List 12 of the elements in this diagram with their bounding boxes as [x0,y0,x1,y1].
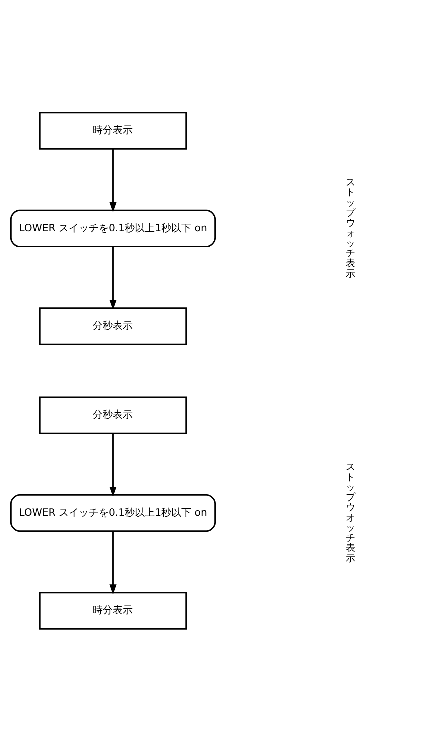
arrow [110,434,117,498]
arrow [110,531,117,595]
label: ストップウォッチ表示 [346,178,356,280]
label: ストップウオッチ表示 [346,462,356,564]
node-box: 時分表示 [39,592,188,630]
arrow [110,246,117,310]
node-box: LOWER スイッチを0.1秒以上1秒以下 on [10,494,216,532]
node-box: 分秒表示 [39,396,188,434]
node-box: LOWER スイッチを0.1秒以上1秒以下 on [10,210,216,248]
node-box: 時分表示 [39,112,188,150]
node-box: 分秒表示 [39,308,188,346]
arrow [110,149,117,213]
